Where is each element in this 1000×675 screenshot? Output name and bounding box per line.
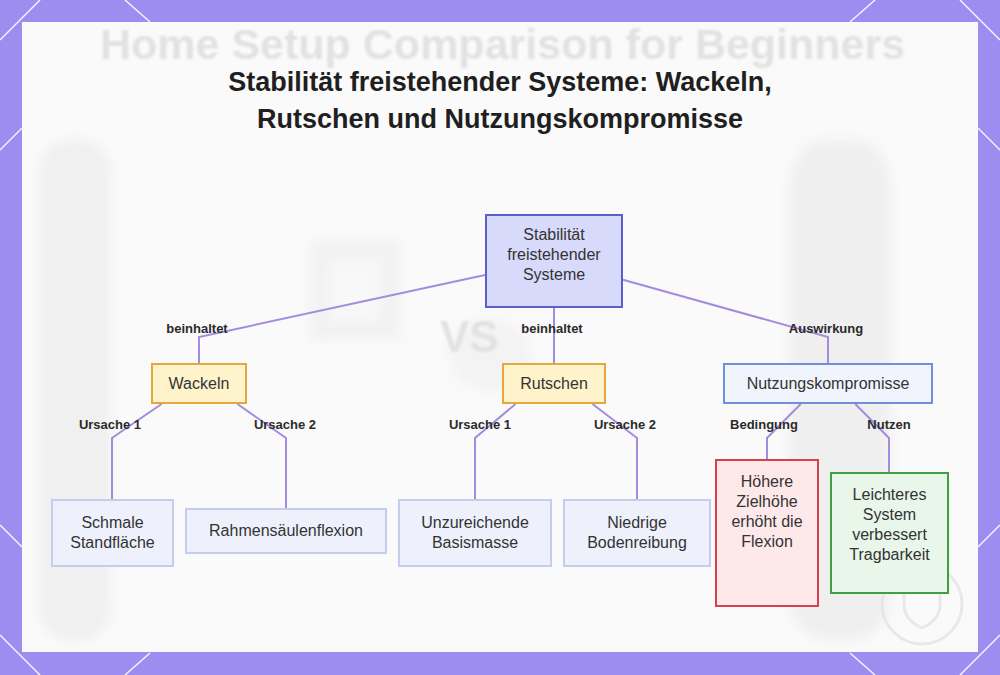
watermark-text: VS: [440, 312, 499, 362]
edge-label: Nutzen: [867, 417, 910, 432]
edge-label: beinhaltet: [521, 321, 582, 336]
node-text: Niedrige Bodenreibung: [574, 513, 700, 553]
connector-line: [855, 404, 889, 472]
node-text: Rutschen: [520, 374, 588, 394]
node-text: Unzureichende Basismasse: [409, 513, 541, 553]
card-overlay: [22, 22, 978, 652]
condition-box: Höhere Zielhöhe erhöht die Flexion: [715, 459, 819, 607]
edge-label: Ursache 1: [449, 417, 511, 432]
cause-box: Schmale Standfläche: [51, 499, 174, 567]
connector-line: [767, 404, 801, 459]
category-box: Wackeln: [151, 363, 247, 404]
edge-label: Ursache 1: [79, 417, 141, 432]
connector-line: [199, 275, 485, 363]
edge-label: beinhaltet: [166, 321, 227, 336]
node-text: Höhere Zielhöhe erhöht die Flexion: [726, 472, 808, 552]
node-text: Wackeln: [169, 374, 230, 394]
watermark-heading: Home Setup Comparison for Beginners: [100, 20, 905, 69]
node-text: Nutzungskompromisse: [747, 374, 910, 394]
impact-box: Nutzungskompromisse: [723, 363, 933, 404]
connector-line: [553, 308, 555, 363]
benefit-box: Leichteres System verbessert Tragbarkeit: [830, 472, 949, 594]
cause-box: Rahmensäulenflexion: [185, 508, 387, 554]
node-text: Rahmensäulenflexion: [209, 521, 363, 541]
cause-box: Unzureichende Basismasse: [398, 499, 552, 567]
node-text: Stabilität freistehender Systeme: [496, 225, 612, 285]
diagram-title: Stabilität freistehender Systeme: Wackel…: [220, 64, 780, 138]
edge-label: Ursache 2: [594, 417, 656, 432]
cause-box: Niedrige Bodenreibung: [563, 499, 711, 567]
edge-label: Bedingung: [730, 417, 798, 432]
root-box: Stabilität freistehender Systeme: [485, 214, 623, 308]
node-text: Schmale Standfläche: [62, 513, 163, 553]
category-box: Rutschen: [502, 363, 606, 404]
node-text: Leichteres System verbessert Tragbarkeit: [841, 485, 938, 565]
edge-label: Ursache 2: [254, 417, 316, 432]
edge-label: Auswirkung: [789, 321, 863, 336]
card-background: [22, 22, 978, 652]
